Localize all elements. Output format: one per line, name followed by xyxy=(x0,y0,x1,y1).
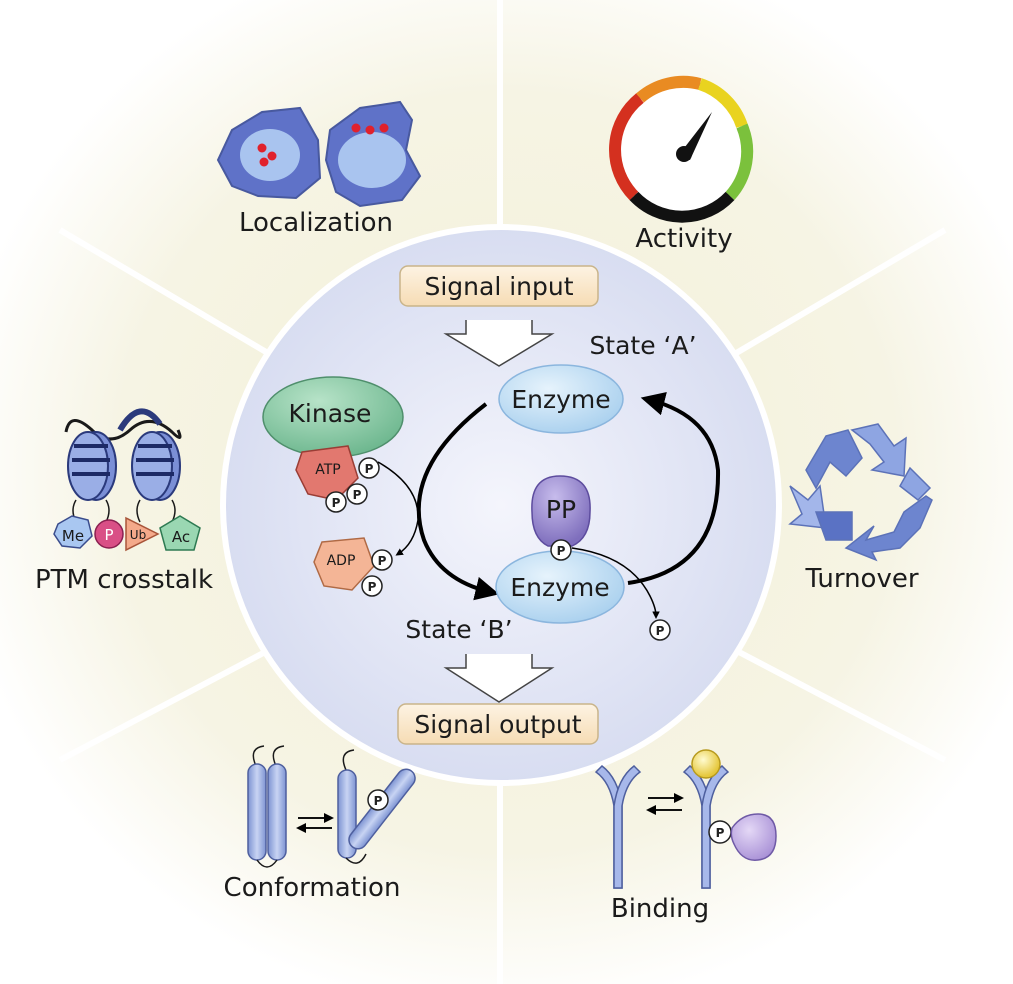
localization-icon xyxy=(216,100,422,208)
receptor-binding-icon: P xyxy=(594,749,777,889)
recycle-icon xyxy=(788,423,933,562)
acetyl-text: Ac xyxy=(172,528,190,546)
ptm-marks: Me P Ub Ac xyxy=(53,515,201,552)
localization-label: Localization xyxy=(239,208,393,238)
adp-molecule xyxy=(313,537,375,591)
turnover-label: Turnover xyxy=(804,564,918,594)
methyl-mark xyxy=(53,515,93,549)
released-phosphate: P xyxy=(656,624,665,638)
methyl-text: Me xyxy=(62,527,84,545)
adp-phosphate-2: P xyxy=(368,580,377,594)
atp-phosphate-1: P xyxy=(365,462,374,476)
released-phosphate-arrow xyxy=(571,547,660,619)
atp-phosphate-3: P xyxy=(332,496,341,510)
center-circle xyxy=(220,224,782,786)
conformation-label: Conformation xyxy=(224,873,401,903)
binding-phosphate: P xyxy=(716,826,725,840)
ubiquitin-text: Ub xyxy=(130,528,146,542)
state-a-label: State ‘A’ xyxy=(589,331,696,360)
sector-dividers xyxy=(58,0,947,984)
ubiquitin-mark xyxy=(125,516,160,552)
binding-label: Binding xyxy=(611,894,709,924)
phospho-text: P xyxy=(104,526,113,544)
output-arrow xyxy=(443,654,555,703)
enzyme-b-label: Enzyme xyxy=(510,573,609,602)
phosphatase xyxy=(531,475,591,547)
atp-phosphate-2: P xyxy=(353,488,362,502)
acetyl-mark xyxy=(159,515,201,551)
dephosphorylation-arrow xyxy=(627,391,721,585)
conformation-phosphate: P xyxy=(374,794,383,808)
enzyme-b-phosphate: P xyxy=(557,544,566,558)
signal-input-label: Signal input xyxy=(424,272,573,301)
phosphatase-label: PP xyxy=(546,495,576,524)
phospho-mark xyxy=(94,519,124,549)
adp-label: ADP xyxy=(327,553,356,569)
activity-label: Activity xyxy=(635,224,732,254)
speedometer-icon xyxy=(609,75,754,223)
input-arrow xyxy=(443,320,555,367)
nucleosome-icon xyxy=(64,408,182,523)
atp-label: ATP xyxy=(315,462,340,478)
state-b-label: State ‘B’ xyxy=(405,615,512,644)
kinase-label: Kinase xyxy=(289,399,372,428)
signal-output-label: Signal output xyxy=(414,710,581,739)
enzyme-state-a xyxy=(498,364,624,434)
conformation-icon: P xyxy=(247,745,416,868)
signal-output-box xyxy=(397,703,599,745)
enzyme-a-label: Enzyme xyxy=(511,385,610,414)
phosphorylation-arrow xyxy=(416,402,500,601)
ptm-crosstalk-label: PTM crosstalk xyxy=(35,565,213,595)
signal-input-box xyxy=(399,265,599,307)
atp-to-adp-arrow xyxy=(377,461,419,556)
adp-phosphate-1: P xyxy=(378,554,387,568)
